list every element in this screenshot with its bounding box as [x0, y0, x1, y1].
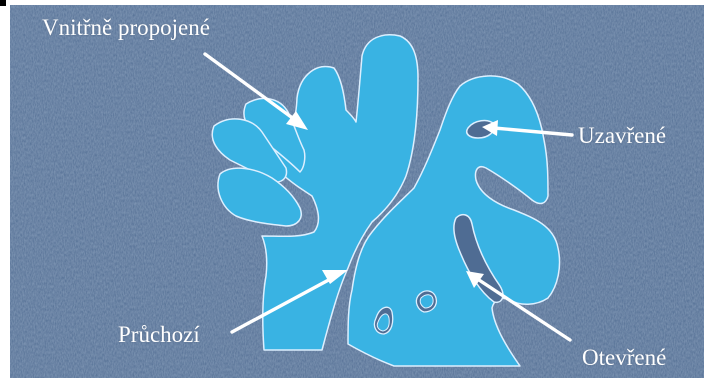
closed-pore-inner-right [420, 295, 433, 308]
label-open-pores: Otevřené [582, 346, 666, 369]
label-interconnected-pores: Vnitřně propojené [42, 16, 210, 39]
label-through-pores: Průchozí [118, 323, 200, 346]
label-closed-pores: Uzavřené [578, 124, 666, 147]
